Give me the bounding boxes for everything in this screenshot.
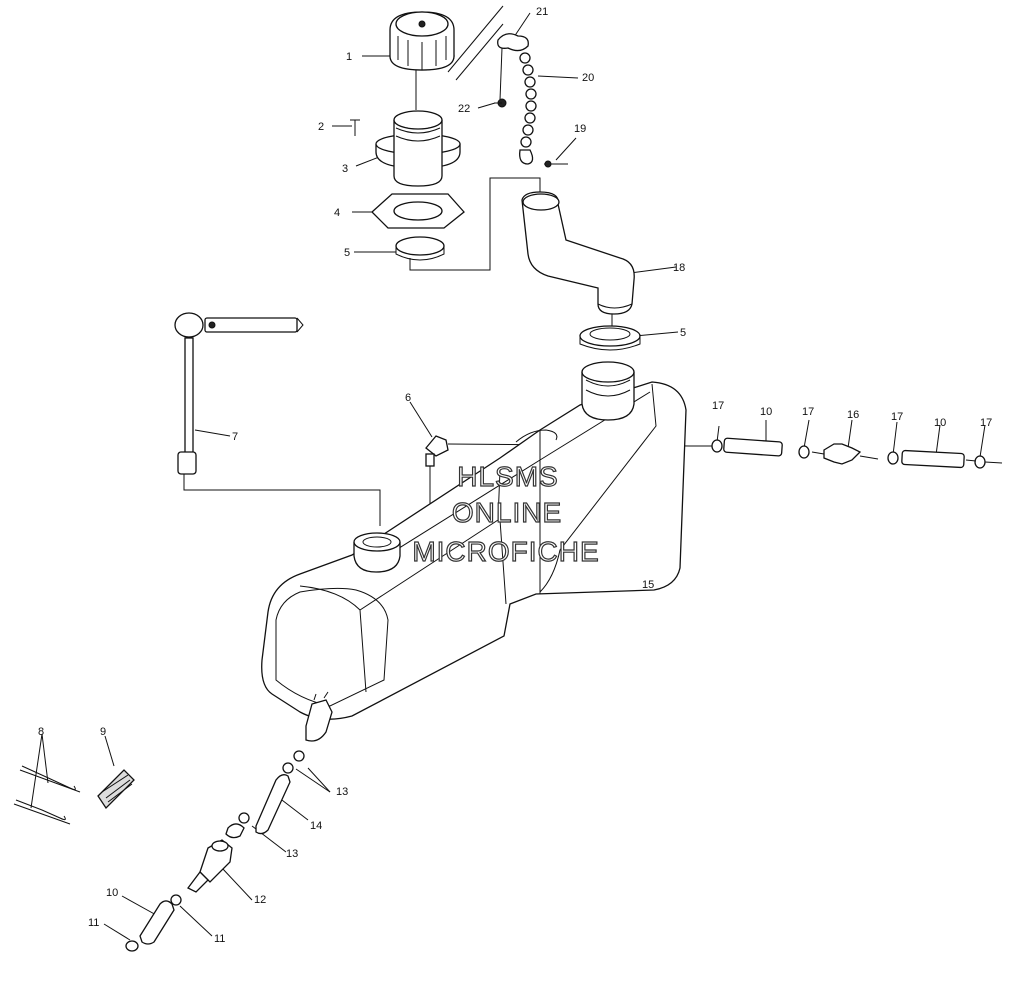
callout-5: 5	[344, 247, 350, 259]
callout-18: 18	[673, 262, 685, 274]
callout-7: 7	[232, 431, 238, 443]
filler-cap	[389, 11, 455, 71]
callout-6: 6	[405, 392, 411, 404]
neck-gasket	[371, 193, 465, 229]
watermark-line-1: HLSMS	[457, 461, 558, 492]
watermark-line-3: MICROFICHE	[412, 536, 599, 567]
callout-2: 2	[318, 121, 324, 133]
tank-dipstick-port	[353, 532, 401, 573]
callout-20: 20	[582, 72, 594, 84]
hose-clamp-upper	[395, 236, 445, 261]
callout-17: 17	[891, 411, 903, 423]
callout-13: 13	[336, 786, 348, 798]
vent-fitting	[425, 435, 449, 467]
hose-clamp-lower	[579, 325, 641, 351]
callout-17: 17	[712, 400, 724, 412]
callout-16: 16	[847, 409, 859, 421]
watermark-line-2: ONLINE	[452, 497, 562, 528]
callout-14: 14	[310, 820, 322, 832]
callout-labels: 1 2 3 4 5 5 6 7 8 9 10 10 10 11 11 12 13…	[38, 6, 992, 945]
callout-22: 22	[458, 103, 470, 115]
callout-10: 10	[106, 887, 118, 899]
chain-screw	[544, 160, 568, 168]
callout-13: 13	[286, 848, 298, 860]
callout-10: 10	[760, 406, 772, 418]
callout-4: 4	[334, 207, 340, 219]
vent-line-parts	[711, 437, 1003, 469]
callout-11: 11	[214, 933, 225, 945]
callout-17: 17	[980, 417, 992, 429]
spring	[97, 769, 135, 810]
callout-8: 8	[38, 726, 44, 738]
callout-12: 12	[254, 894, 266, 906]
bead-chain	[519, 52, 537, 165]
callout-5: 5	[680, 327, 686, 339]
tank-outlet-fitting	[305, 691, 333, 742]
watermark: HLSMS ONLINE MICROFICHE	[412, 460, 600, 567]
outlet-line-parts	[125, 750, 305, 952]
filler-neck	[375, 110, 461, 187]
callout-10: 10	[934, 417, 946, 429]
tank-fill-neck	[581, 361, 635, 421]
dipstick-sensor	[174, 312, 304, 475]
cap-chain-pin	[350, 119, 360, 136]
callout-17: 17	[802, 406, 814, 418]
callout-21: 21	[536, 6, 548, 18]
callout-3: 3	[342, 163, 348, 175]
callout-11: 11	[88, 917, 99, 929]
callout-15: 15	[642, 579, 654, 591]
callout-1: 1	[346, 51, 352, 63]
callout-19: 19	[574, 123, 586, 135]
callout-9: 9	[100, 726, 106, 738]
filler-elbow-hose	[521, 191, 635, 315]
leader-lines	[30, 5, 986, 941]
cap-tether-chain	[494, 33, 529, 108]
clip-straps	[13, 765, 81, 825]
